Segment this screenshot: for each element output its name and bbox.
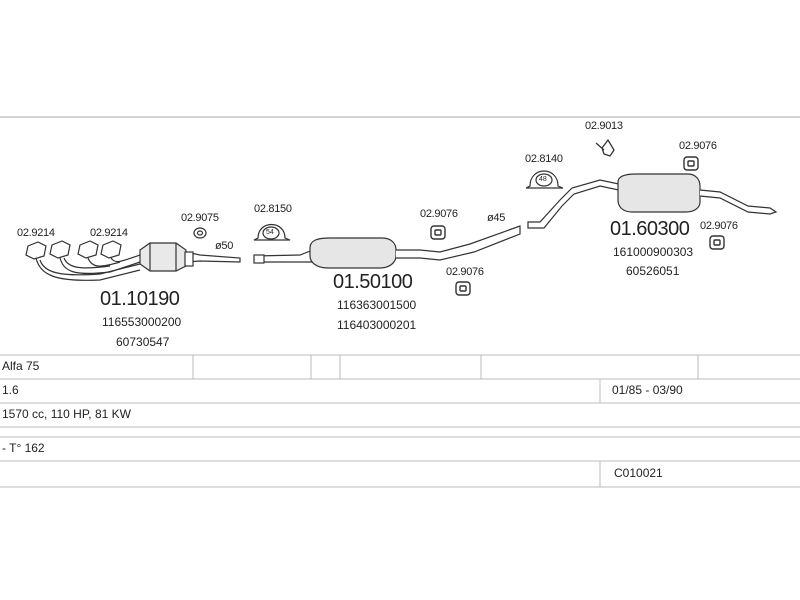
gasket-b-label: 02.9214 bbox=[90, 227, 128, 239]
mount-a-label: 02.9076 bbox=[420, 208, 458, 220]
clamp-b-size: 48 bbox=[539, 176, 547, 183]
rear-oem1: 161000900303 bbox=[613, 245, 694, 259]
rubber-mounts bbox=[430, 156, 725, 296]
table-date-range: 01/85 - 03/90 bbox=[612, 383, 683, 397]
mount-c-label: 02.9076 bbox=[679, 140, 717, 152]
spec-table-grid bbox=[0, 354, 800, 488]
gasket-parts bbox=[193, 227, 207, 239]
ring-a-label: 02.9075 bbox=[181, 212, 219, 224]
table-type: - T° 162 bbox=[2, 441, 45, 455]
downpipe-oem1: 116553000200 bbox=[102, 315, 182, 329]
table-engine: 1.6 bbox=[2, 383, 19, 397]
downpipe-oem2: 60730547 bbox=[116, 335, 170, 349]
mount-d-label: 02.9076 bbox=[700, 220, 738, 232]
hanger-label: 02.9013 bbox=[585, 120, 623, 132]
hanger bbox=[595, 138, 615, 157]
rear-number: 01.60300 bbox=[610, 218, 690, 240]
clamp-a bbox=[253, 223, 291, 241]
downpipe-assembly bbox=[25, 240, 241, 281]
d45-label: ø45 bbox=[487, 212, 506, 224]
rear-oem2: 60526051 bbox=[626, 264, 680, 278]
gasket-a-label: 02.9214 bbox=[17, 227, 55, 239]
middle-oem1: 116363001500 bbox=[337, 298, 417, 312]
table-spec: 1570 cc, 110 HP, 81 KW bbox=[2, 407, 131, 421]
middle-oem2: 116403000201 bbox=[337, 318, 417, 332]
rear-silencer bbox=[527, 173, 778, 229]
clamp-a-label: 02.8150 bbox=[254, 203, 292, 215]
clamp-b bbox=[525, 170, 564, 189]
clamp-b-label: 02.8140 bbox=[525, 153, 563, 165]
table-code: C010021 bbox=[614, 466, 663, 480]
middle-number: 01.50100 bbox=[333, 271, 413, 293]
middle-silencer bbox=[253, 225, 521, 269]
mount-b-label: 02.9076 bbox=[446, 266, 484, 278]
downpipe-number: 01.10190 bbox=[100, 288, 180, 310]
table-model: Alfa 75 bbox=[2, 359, 40, 373]
d50-label: ø50 bbox=[215, 240, 234, 252]
clamp-a-size: 54 bbox=[266, 229, 274, 236]
